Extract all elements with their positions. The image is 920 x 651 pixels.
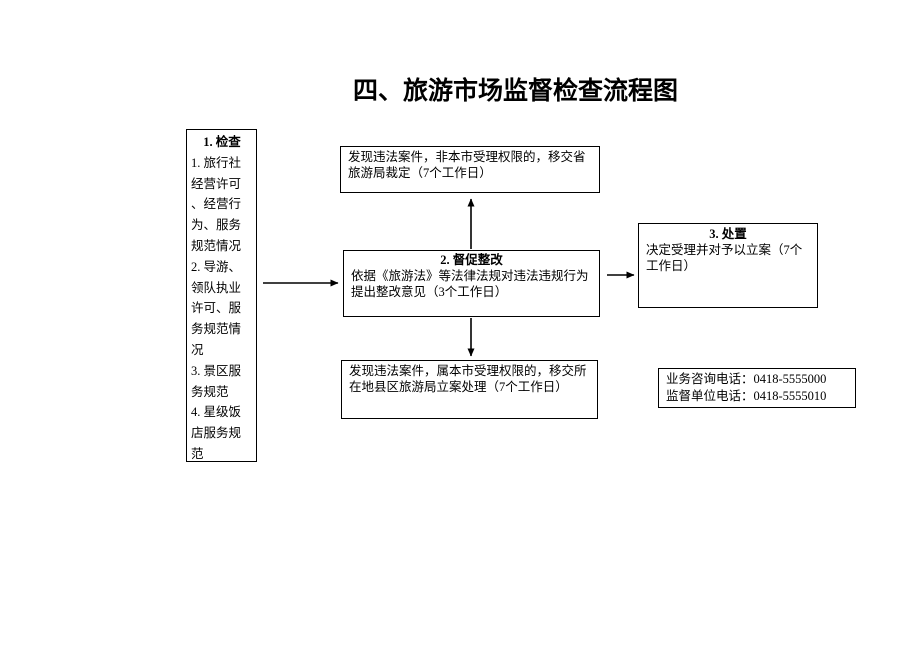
contact-line-business: 业务咨询电话：0418-5555000 [666,372,827,386]
flow-box-dispose-text: 决定受理并对予以立案（7个工作日） [646,243,803,273]
flow-box-check-title: 1. 检查 [203,135,241,149]
check-item-2: 2. 导游、领队执业许可、服务规范情况 [191,259,242,357]
contact-info-box: 业务咨询电话：0418-5555000 监督单位电话：0418-5555010 [658,368,856,408]
flow-box-supervise-text: 依据《旅游法》等法律法规对违法违规行为提出整改意见（3个工作日） [351,269,589,299]
flow-box-supervise: 2. 督促整改 依据《旅游法》等法律法规对违法违规行为提出整改意见（3个工作日） [343,250,600,317]
flow-box-dispose-title: 3. 处置 [709,227,747,241]
flow-box-transfer-county: 发现违法案件，属本市受理权限的，移交所在地县区旅游局立案处理（7个工作日） [341,360,598,419]
flow-box-dispose: 3. 处置 决定受理并对予以立案（7个工作日） [638,223,818,308]
check-item-4: 4. 星级饭店服务规范 [191,405,242,461]
flow-box-transfer-county-text: 发现违法案件，属本市受理权限的，移交所在地县区旅游局立案处理（7个工作日） [349,364,587,394]
contact-line-supervision: 监督单位电话：0418-5555010 [666,389,827,403]
check-item-3: 3. 景区服务规范 [191,363,242,399]
flow-box-transfer-province-text: 发现违法案件，非本市受理权限的，移交省旅游局裁定（7个工作日） [348,150,586,180]
flow-box-supervise-title: 2. 督促整改 [440,253,503,267]
check-item-1: 1. 旅行社经营许可、经营行为、服务规范情况 [191,155,242,253]
flow-box-check: 1. 检查 1. 旅行社经营许可、经营行为、服务规范情况 2. 导游、领队执业许… [186,129,257,462]
page-title: 四、旅游市场监督检查流程图 [353,77,679,105]
flow-box-transfer-province: 发现违法案件，非本市受理权限的，移交省旅游局裁定（7个工作日） [340,146,600,193]
